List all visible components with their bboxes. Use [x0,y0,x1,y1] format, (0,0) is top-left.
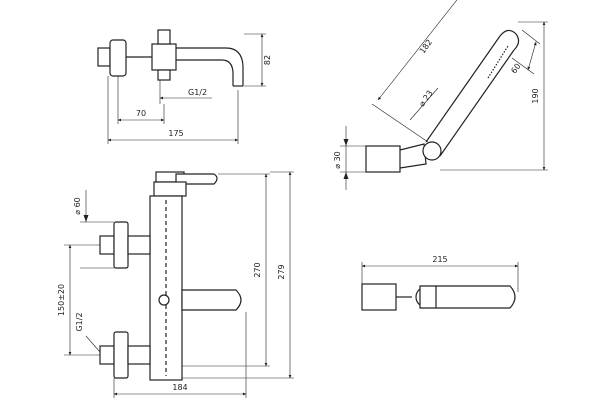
dim-height-shower: 190 [531,88,540,103]
valve-body [151,43,177,71]
dim-length-side: 215 [432,255,447,264]
dim-line-60 [527,41,537,71]
front-spout [181,289,242,311]
shower-side-view: 215 [361,255,519,311]
bottom-knob [157,69,171,81]
shower-head-end [499,29,520,51]
dim-leader-diameter [409,87,439,121]
dim-length-shower: 182 [418,38,434,56]
holder-block [365,145,401,173]
handle-disc [109,39,127,77]
dim-length-top: 175 [168,129,183,138]
dim-thread-front: G1/2 [75,312,84,331]
dim-handle-diameter: ⌀ 60 [73,197,82,215]
upper-nut [99,235,115,255]
lower-nut [99,345,115,365]
dim-thread-top: G1/2 [188,88,207,97]
top-knob [157,29,171,45]
holder-arm [399,143,427,169]
spout-outline-inner [176,59,234,86]
dim-height-body: 270 [253,262,262,277]
dim-head-length: 60 [509,62,522,76]
connector-nut [97,47,111,67]
front-view: ⌀ 60 150±20 G1/2 270 279 184 [57,171,294,398]
arrow [343,139,349,146]
arrow [343,172,349,179]
spout-outline-outer [176,47,244,86]
holder-joint [422,141,442,161]
dim-spacing: 150±20 [57,284,66,316]
nozzle-row [487,45,509,79]
shower-shaft-upper [425,35,501,143]
top-view: 82 G1/2 70 175 [97,29,272,144]
hand-shower-view: 182 ⌀ 23 60 190 ⌀ 30 [333,0,548,190]
lower-flange [113,331,129,379]
lever-collar [153,181,187,197]
ext-line [511,57,535,75]
lower-arm [127,345,151,365]
dim-width-front: 184 [172,383,187,392]
ext-line [371,103,429,143]
ext-line [521,29,541,45]
arrow [83,215,89,222]
upper-arm [127,235,151,255]
diverter-knob [158,294,170,306]
dim-head-diameter: ⌀ 23 [417,89,435,108]
dim-line-182 [377,0,458,101]
upper-flange [113,221,129,269]
dim-height-top: 82 [263,55,272,65]
dim-holder-diameter: ⌀ 30 [333,151,342,169]
dim-offset-top: 70 [136,109,146,118]
shower-shaft-lower [439,49,515,157]
dim-height-total: 279 [277,264,286,279]
side-holder-block [361,283,397,311]
dim-leader-thread [85,335,101,353]
side-shower-body [419,285,516,309]
